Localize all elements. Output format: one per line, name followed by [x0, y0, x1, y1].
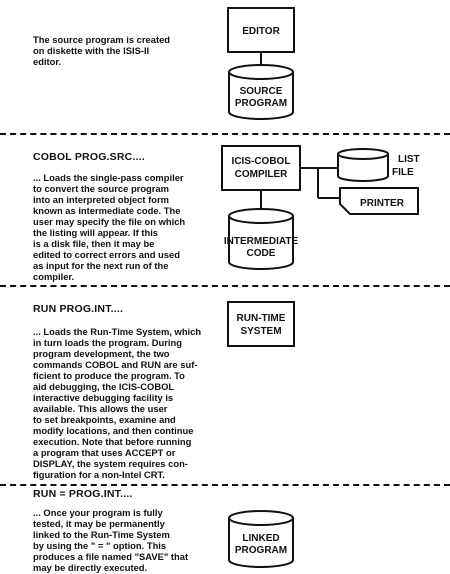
runtime-system-label: SYSTEM [240, 326, 281, 337]
text-line: commands COBOL and RUN are suf- [33, 359, 198, 370]
text-line: edited to correct errors and used [33, 249, 180, 260]
text-line: The source program is created [33, 34, 171, 45]
compiler-label: COMPILER [235, 169, 289, 180]
editor-label: EDITOR [242, 26, 280, 37]
section-runtime-description: ... Loads the Run-Time System, which in … [33, 326, 233, 480]
runtime-system-box: RUN-TIME SYSTEM [227, 301, 295, 347]
compiler-label: ICIS-COBOL [232, 156, 291, 167]
text-line: tested, it may be permanently [33, 518, 165, 529]
text-line: linked to the Run-Time System [33, 529, 170, 540]
text-line: as input for the next run of the [33, 260, 169, 271]
text-line: produces a file named "SAVE" that [33, 551, 189, 562]
linked-program-cylinder: LINKED PROGRAM [228, 510, 294, 568]
printer-shape: PRINTER [339, 187, 419, 215]
list-file-cylinder [337, 148, 389, 182]
text-line: figuration for a non-Intel CRT. [33, 469, 165, 480]
section-editor-description: The source program is created on diskett… [33, 34, 203, 67]
text-line: on diskette with the ISIS-II [33, 45, 150, 56]
text-line: available. This allows the user [33, 403, 168, 414]
text-line: to set breakpoints, examine and [33, 414, 176, 425]
text-line: a program that uses ACCEPT or [33, 447, 176, 458]
command-run: RUN PROG.INT.... [33, 303, 124, 315]
section-divider [0, 133, 450, 135]
text-line: known as intermediate code. The [33, 205, 181, 216]
source-program-label: PROGRAM [235, 98, 287, 109]
text-line: user may specify the file on which [33, 216, 186, 227]
text-line: interactive debugging facility is [33, 392, 174, 403]
runtime-system-label: RUN-TIME [237, 313, 286, 324]
intermediate-code-label: INTERMEDIATE [224, 236, 299, 247]
text-line: ficient to produce the program. To [33, 370, 185, 381]
command-run-link: RUN = PROG.INT.... [33, 488, 133, 500]
text-line: ... Loads the Run-Time System, which [33, 326, 202, 337]
command-cobol: COBOL PROG.SRC.... [33, 151, 145, 163]
text-line: compiler. [33, 271, 75, 282]
source-program-cylinder: SOURCE PROGRAM [228, 64, 294, 120]
text-line: to convert the source program [33, 183, 169, 194]
intermediate-code-cylinder: INTERMEDIATE CODE [224, 208, 299, 270]
section-link-description: ... Once your program is fully tested, i… [33, 507, 223, 573]
text-line: modify locations, and then continue [33, 425, 194, 436]
editor-box: EDITOR [227, 7, 295, 53]
text-line: execution. Note that before running [33, 436, 192, 447]
section-compiler-description: ... Loads the single-pass compiler to co… [33, 172, 223, 282]
text-line: is a disk file, then it may be [33, 238, 155, 249]
compiler-box: ICIS-COBOL COMPILER [221, 145, 301, 191]
linked-program-label: LINKED [242, 533, 279, 544]
text-line: the listing will appear. If this [33, 227, 159, 238]
list-file-label: FILE [392, 167, 414, 178]
intermediate-code-label: CODE [247, 248, 276, 259]
text-line: DISPLAY, the system requires con- [33, 458, 188, 469]
text-line: ... Loads the single-pass compiler [33, 172, 184, 183]
printer-label: PRINTER [360, 198, 405, 209]
text-line: by using the " = " option. This [33, 540, 167, 551]
text-line: ... Once your program is fully [33, 507, 163, 518]
linked-program-label: PROGRAM [235, 545, 287, 556]
text-line: may be directly executed. [33, 562, 148, 573]
source-program-label: SOURCE [240, 86, 283, 97]
section-divider [0, 484, 450, 486]
text-line: in turn loads the program. During [33, 337, 182, 348]
text-line: editor. [33, 56, 62, 67]
text-line: into an interpreted object form [33, 194, 169, 205]
list-file-label: LIST [398, 154, 420, 165]
text-line: program development, the two [33, 348, 170, 359]
text-line: aid debugging, the ICIS-COBOL [33, 381, 175, 392]
section-divider [0, 285, 450, 287]
